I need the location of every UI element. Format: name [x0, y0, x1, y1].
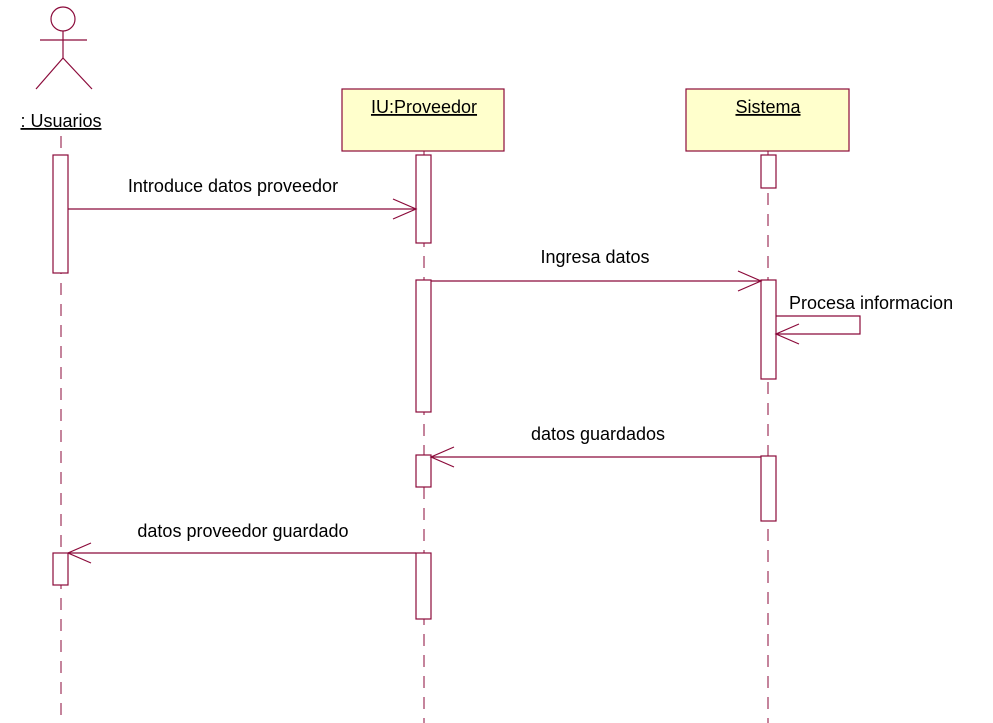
activation-bar — [415, 454, 432, 488]
activation-bar — [760, 279, 777, 380]
message-line — [776, 315, 861, 335]
activation-bar — [760, 455, 777, 522]
arrowhead-icon — [66, 542, 92, 564]
message-procesa-informacion[interactable]: Procesa informacion — [774, 293, 953, 345]
actor-usuarios[interactable]: : Usuarios — [20, 6, 102, 131]
object-box — [685, 88, 850, 152]
activation-bar — [415, 279, 432, 413]
object-sistema[interactable]: Sistema — [685, 88, 850, 152]
activation-bar — [52, 552, 69, 586]
message-label: Ingresa datos — [540, 247, 649, 267]
message-label: datos proveedor guardado — [137, 521, 348, 541]
actor-label: : Usuarios — [20, 111, 101, 131]
message-label: Procesa informacion — [789, 293, 953, 313]
object-label: IU:Proveedor — [371, 97, 477, 117]
object-label: Sistema — [735, 97, 801, 117]
activation-bar — [760, 154, 777, 189]
activation-bar — [415, 552, 432, 620]
activation-bar — [415, 154, 432, 244]
message-label: Introduce datos proveedor — [128, 176, 338, 196]
message-introduce-datos-proveedor[interactable]: Introduce datos proveedor — [68, 176, 418, 220]
arrowhead-icon — [737, 270, 763, 292]
message-datos-guardados[interactable]: datos guardados — [429, 424, 761, 468]
message-ingresa-datos[interactable]: Ingresa datos — [431, 247, 763, 292]
arrowhead-icon — [774, 323, 800, 345]
object-box — [341, 88, 505, 152]
message-label: datos guardados — [531, 424, 665, 444]
arrowhead-icon — [392, 198, 418, 220]
object-iu-proveedor[interactable]: IU:Proveedor — [341, 88, 505, 152]
message-datos-proveedor-guardado[interactable]: datos proveedor guardado — [66, 521, 416, 564]
stick-figure-icon — [35, 6, 93, 90]
arrowhead-icon — [429, 446, 455, 468]
activation-bar — [52, 154, 69, 274]
